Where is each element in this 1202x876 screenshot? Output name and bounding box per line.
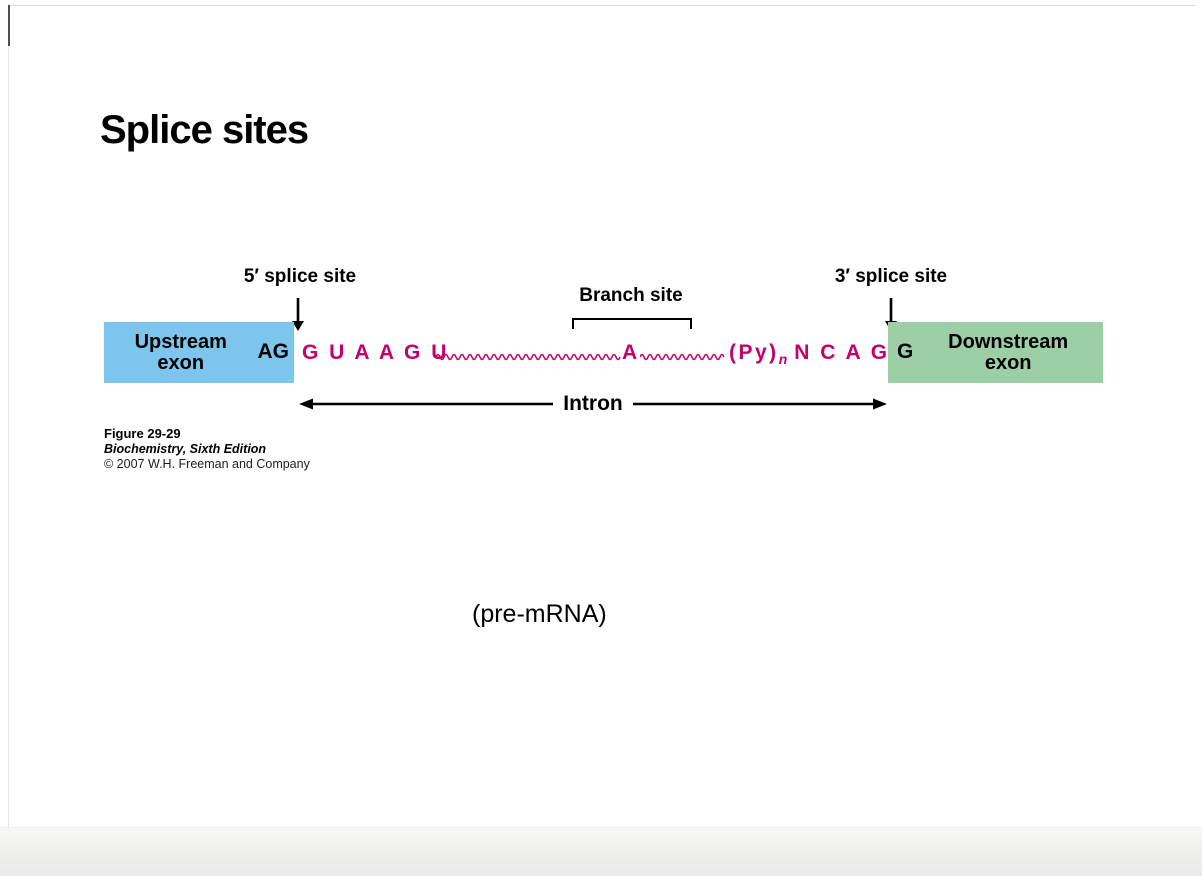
- branch-site-bracket: [572, 318, 692, 329]
- rna-chain-squiggle-icon: [435, 349, 622, 361]
- py-tract-subscript: n: [778, 351, 788, 368]
- exon-initial-base: G: [897, 340, 914, 364]
- left-arrow-icon: [299, 398, 553, 410]
- rna-chain-squiggle-icon: [639, 349, 726, 361]
- three-prime-intron-sequence: (Py)n N C A G: [729, 341, 890, 367]
- intron-label: Intron: [563, 392, 623, 415]
- pre-mrna-label: (pre-mRNA): [472, 600, 607, 628]
- caption-copyright: © 2007 W.H. Freeman and Company: [104, 457, 310, 472]
- slide-top-edge: [8, 5, 1196, 6]
- figure-caption: Figure 29-29 Biochemistry, Sixth Edition…: [104, 426, 310, 472]
- slide-title: Splice sites: [100, 108, 309, 152]
- caption-figure-number: Figure 29-29: [104, 426, 181, 441]
- five-prime-intron-sequence: G U A A G U: [302, 341, 449, 364]
- downstream-exon-box: G Downstream exon: [888, 322, 1103, 383]
- branch-point-adenosine: A: [622, 341, 640, 364]
- down-arrow-icon: [290, 298, 306, 331]
- upstream-exon-box: Upstream exon AG: [104, 322, 294, 383]
- slide-left-edge: [8, 46, 9, 830]
- five-prime-splice-site-label: 5′ splice site: [243, 266, 357, 287]
- branch-site-label: Branch site: [579, 285, 683, 306]
- intron-span-arrow: Intron: [299, 392, 887, 415]
- right-arrow-icon: [632, 398, 887, 410]
- three-prime-splice-site-label: 3′ splice site: [834, 266, 948, 287]
- exon-terminal-bases: AG: [257, 340, 290, 364]
- slide-left-edge-dark: [8, 5, 10, 46]
- three-prime-consensus: N C A G: [794, 341, 890, 364]
- py-tract: (Py)n: [729, 341, 788, 368]
- caption-book-title: Biochemistry, Sixth Edition: [104, 441, 267, 456]
- upstream-exon-label: Upstream exon: [134, 330, 227, 374]
- downstream-exon-label: Downstream exon: [948, 330, 1069, 374]
- slide-footer-band: [0, 827, 1202, 876]
